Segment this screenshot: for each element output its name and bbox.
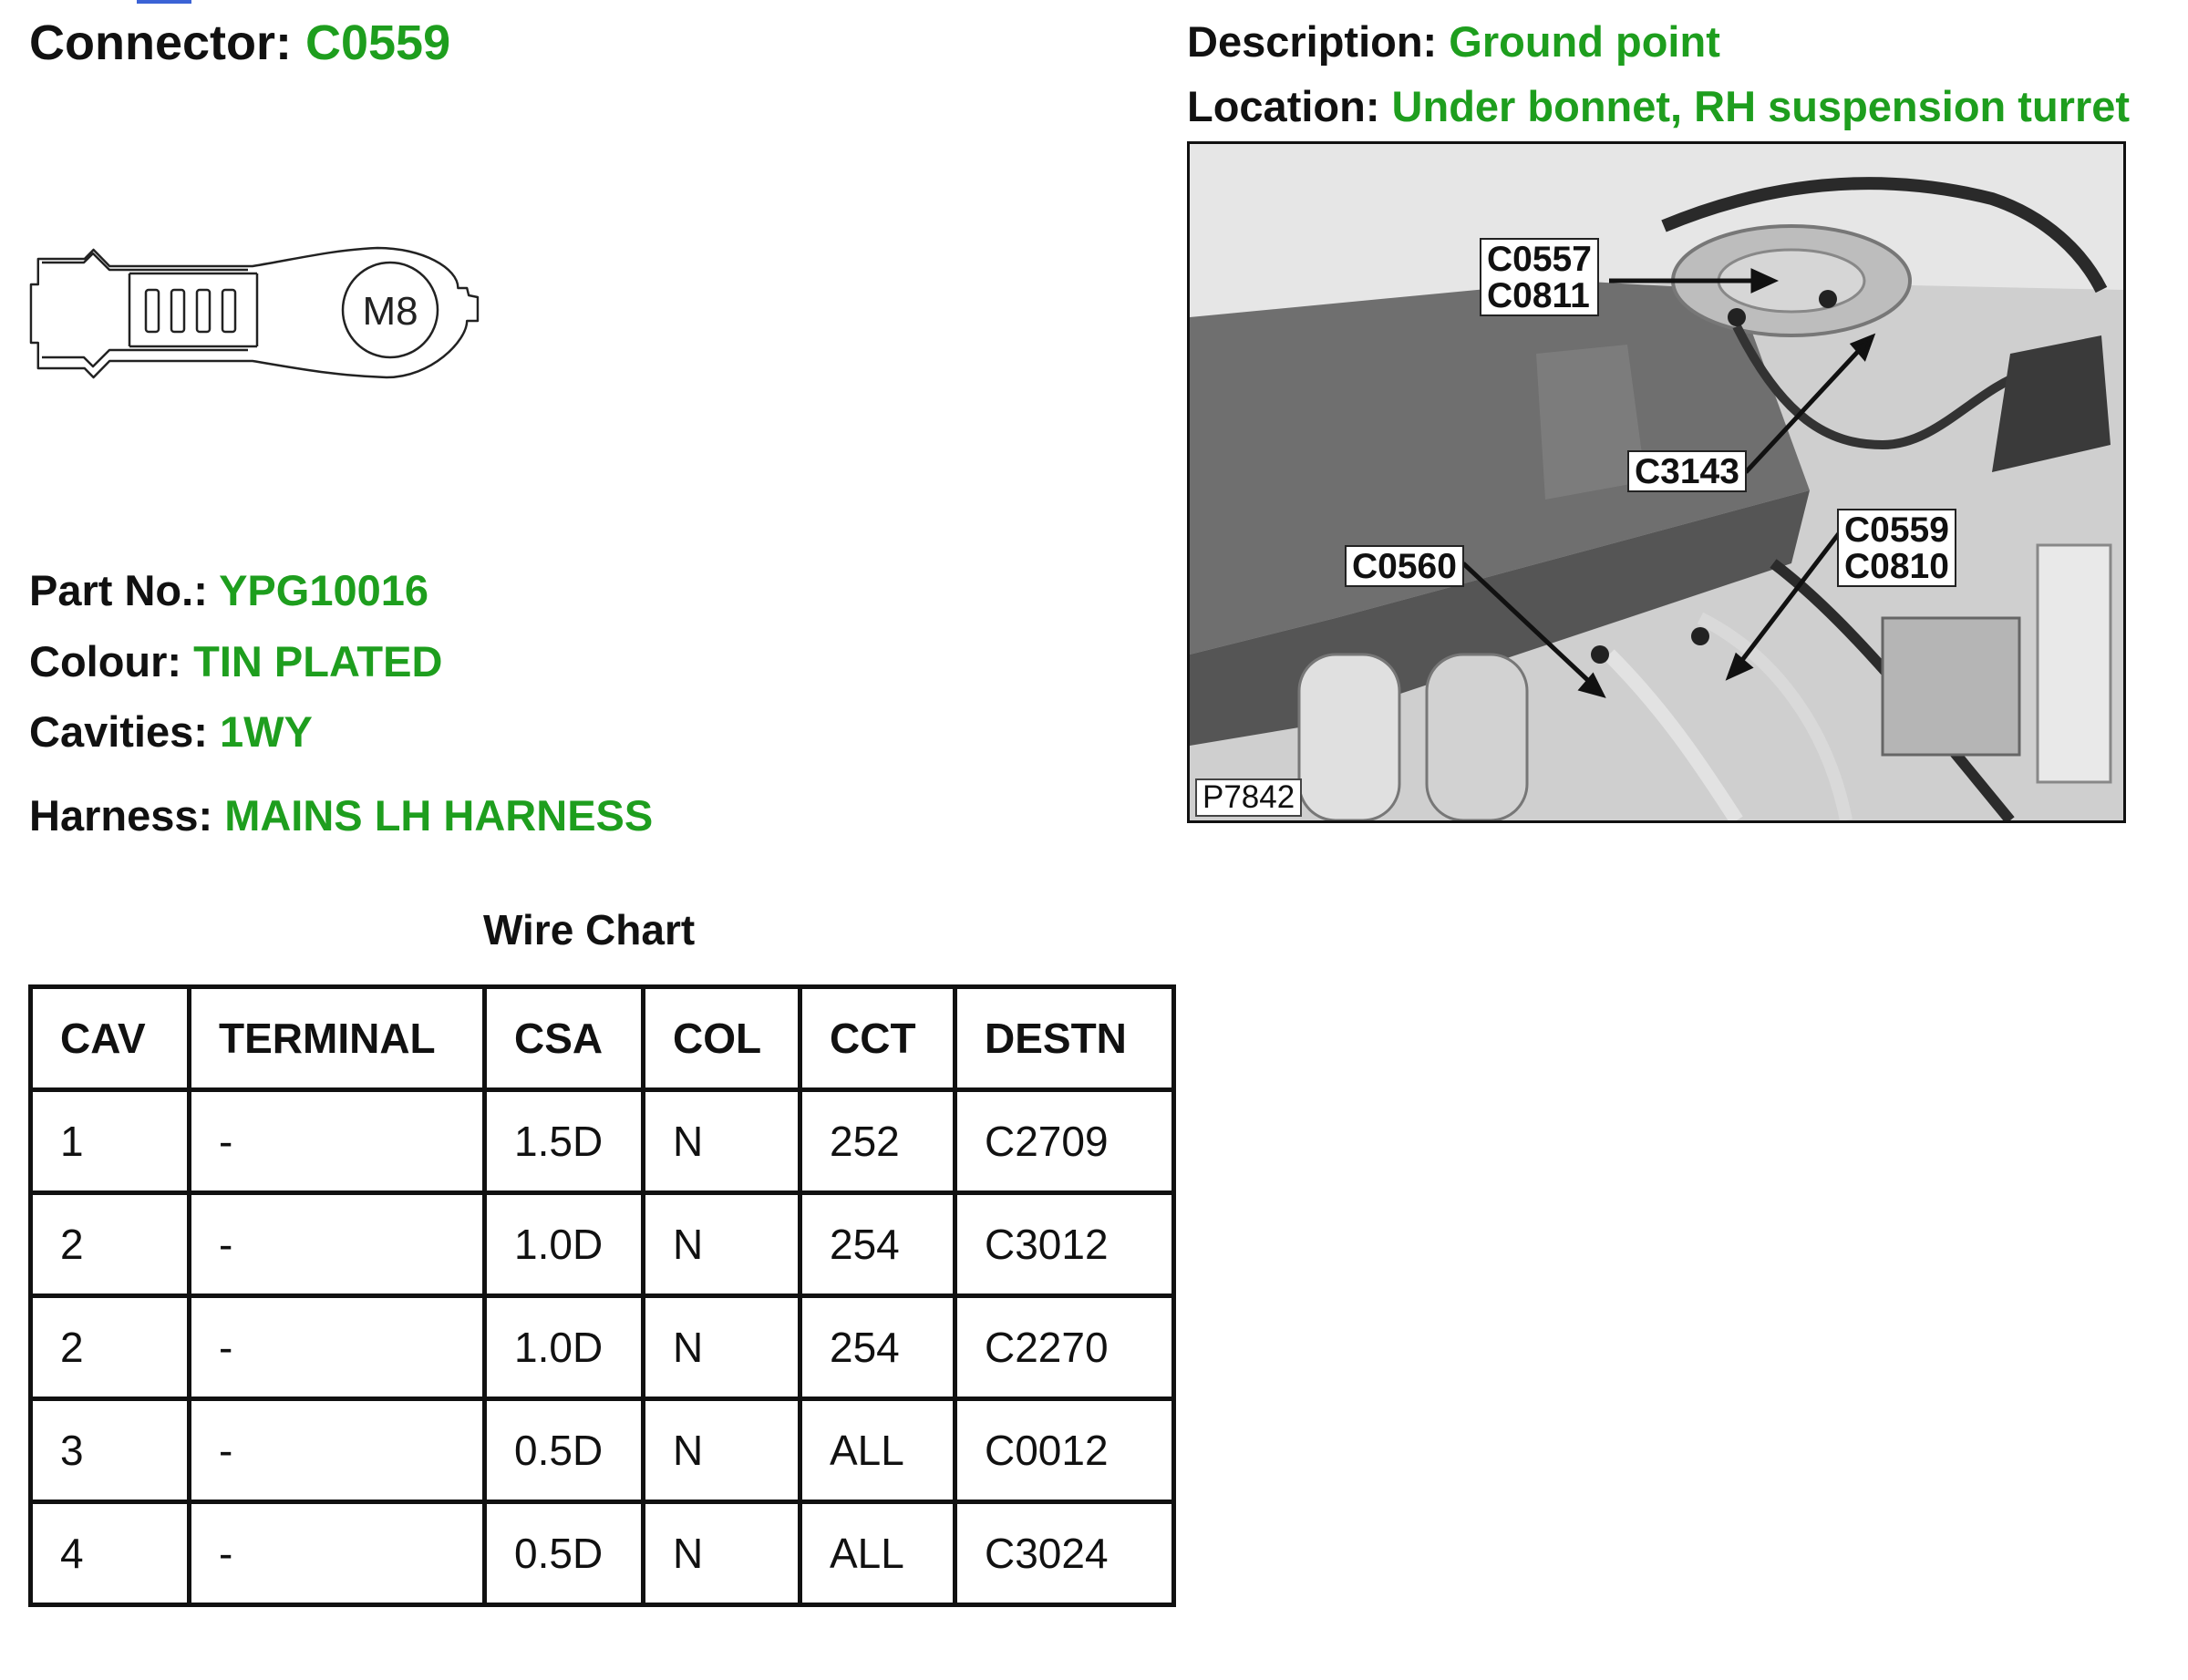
cell-destn: C3024	[953, 1500, 1176, 1607]
table-row: 2 - 1.0D N 254 C3012	[28, 1190, 1176, 1298]
cell-destn: C3012	[953, 1190, 1176, 1298]
cell-col: N	[641, 1500, 802, 1607]
location-photo: C0557 C0811 C3143 C0560 C0559 C0810 P784…	[1187, 141, 2126, 823]
cavities-label: Cavities:	[29, 707, 208, 756]
top-link-fragment	[137, 0, 191, 4]
connector-field: Connector: C0559	[29, 18, 450, 67]
callout-c0559: C0559	[1844, 510, 1949, 550]
cell-destn: C2709	[953, 1087, 1176, 1195]
callout-c0559-c0810: C0559 C0810	[1837, 509, 1956, 587]
table-header-row: CAV TERMINAL CSA COL CCT DESTN	[28, 984, 1176, 1092]
cavities-value: 1WY	[219, 707, 313, 756]
part-number-field: Part No.: YPG10016	[29, 569, 428, 612]
photo-reference: P7842	[1195, 778, 1303, 817]
connector-value: C0559	[305, 15, 451, 70]
header-cav: CAV	[28, 984, 191, 1092]
table-row: 1 - 1.5D N 252 C2709	[28, 1087, 1176, 1195]
cell-col: N	[641, 1397, 802, 1504]
cell-cav: 2	[28, 1190, 191, 1298]
harness-label: Harness:	[29, 791, 213, 840]
location-value: Under bonnet, RH suspension turret	[1391, 82, 2131, 130]
engine-bay-illustration	[1190, 144, 2123, 820]
part-number-value: YPG10016	[219, 566, 429, 614]
cell-cav: 1	[28, 1087, 191, 1195]
wire-chart-title: Wire Chart	[483, 906, 696, 953]
callout-c0560: C0560	[1345, 545, 1464, 587]
cell-terminal: -	[187, 1293, 487, 1401]
part-number-label: Part No.:	[29, 566, 208, 614]
cell-cct: 254	[798, 1293, 957, 1401]
cell-terminal: -	[187, 1500, 487, 1607]
cell-terminal: -	[187, 1190, 487, 1298]
header-csa: CSA	[482, 984, 645, 1092]
callout-c0557-c0811: C0557 C0811	[1480, 238, 1599, 316]
table-row: 2 - 1.0D N 254 C2270	[28, 1293, 1176, 1401]
callout-c0810: C0810	[1844, 547, 1949, 586]
callout-c0811: C0811	[1487, 276, 1590, 315]
callout-c3143: C3143	[1627, 450, 1747, 492]
header-cct: CCT	[798, 984, 957, 1092]
header-destn: DESTN	[953, 984, 1176, 1092]
location-label: Location:	[1187, 82, 1380, 130]
colour-value: TIN PLATED	[193, 637, 443, 685]
table-row: 3 - 0.5D N ALL C0012	[28, 1397, 1176, 1504]
cell-terminal: -	[187, 1397, 487, 1504]
cell-cav: 2	[28, 1293, 191, 1401]
cell-col: N	[641, 1190, 802, 1298]
cell-cct: ALL	[798, 1500, 957, 1607]
cell-cct: 254	[798, 1190, 957, 1298]
stud-size-label: M8	[362, 289, 418, 334]
header-terminal: TERMINAL	[187, 984, 487, 1092]
cell-cct: ALL	[798, 1397, 957, 1504]
colour-field: Colour: TIN PLATED	[29, 640, 442, 683]
cell-destn: C2270	[953, 1293, 1176, 1401]
header-col: COL	[641, 984, 802, 1092]
harness-field: Harness: MAINS LH HARNESS	[29, 794, 653, 837]
cell-csa: 1.0D	[482, 1293, 645, 1401]
cavities-field: Cavities: 1WY	[29, 710, 313, 753]
connector-label: Connector:	[29, 15, 292, 70]
description-value: Ground point	[1449, 17, 1720, 66]
table-row: 4 - 0.5D N ALL C3024	[28, 1500, 1176, 1607]
cell-cav: 4	[28, 1500, 191, 1607]
cell-col: N	[641, 1293, 802, 1401]
location-field: Location: Under bonnet, RH suspension tu…	[1187, 85, 2130, 128]
colour-label: Colour:	[29, 637, 182, 685]
cell-csa: 0.5D	[482, 1397, 645, 1504]
cell-csa: 0.5D	[482, 1500, 645, 1607]
wire-chart-table: CAV TERMINAL CSA COL CCT DESTN 1 - 1.5D …	[28, 984, 1176, 1607]
cell-cav: 3	[28, 1397, 191, 1504]
ring-terminal-drawing: M8	[29, 246, 480, 379]
harness-value: MAINS LH HARNESS	[224, 791, 654, 840]
cell-destn: C0012	[953, 1397, 1176, 1504]
description-label: Description:	[1187, 17, 1438, 66]
cell-cct: 252	[798, 1087, 957, 1195]
cell-csa: 1.0D	[482, 1190, 645, 1298]
cell-terminal: -	[187, 1087, 487, 1195]
callout-c0557: C0557	[1487, 240, 1592, 279]
cell-col: N	[641, 1087, 802, 1195]
cell-csa: 1.5D	[482, 1087, 645, 1195]
description-field: Description: Ground point	[1187, 20, 1720, 63]
